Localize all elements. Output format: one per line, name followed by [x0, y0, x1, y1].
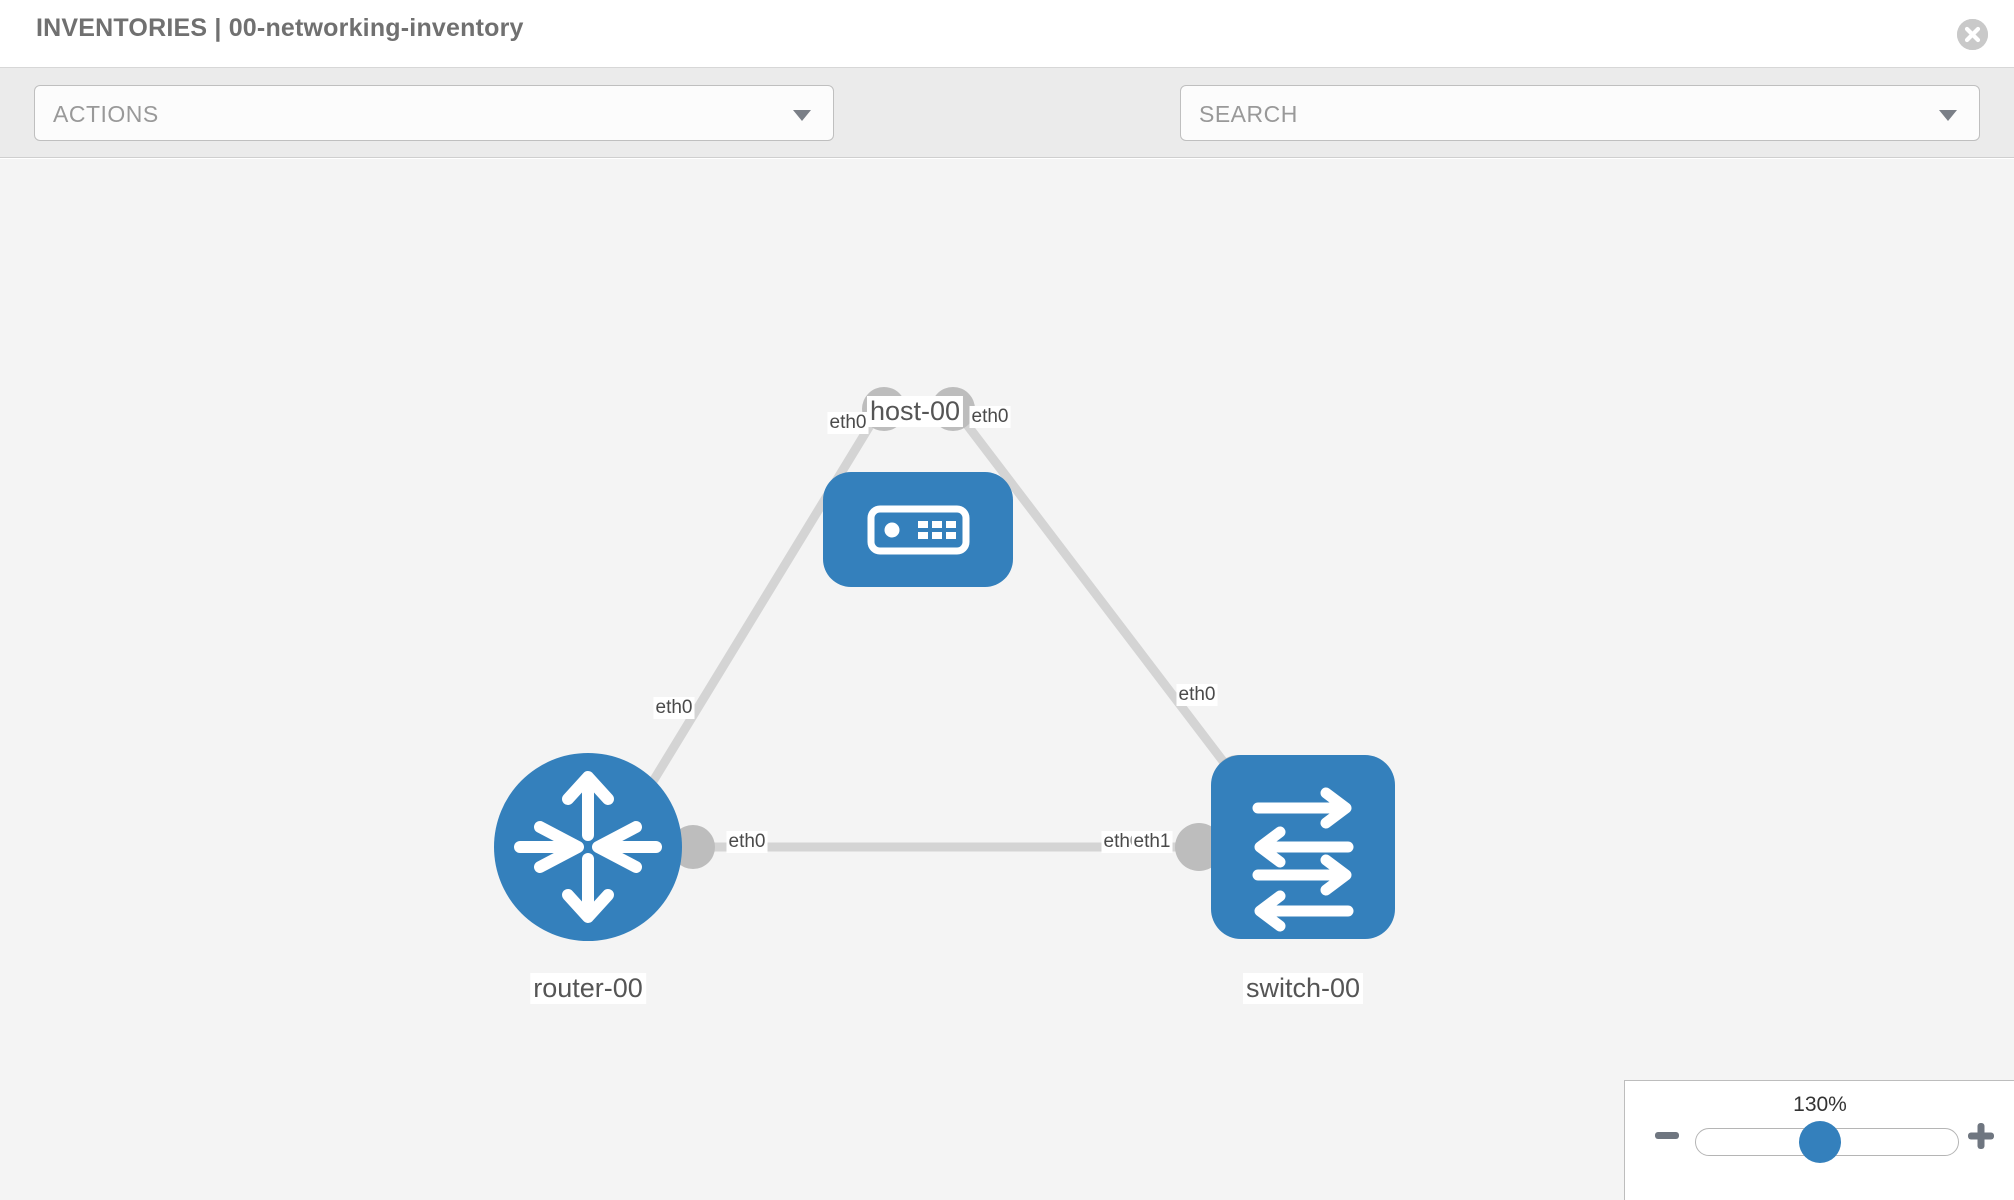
- plus-icon[interactable]: [1966, 1121, 1996, 1156]
- minus-icon[interactable]: [1653, 1121, 1681, 1154]
- topology-graph: [494, 387, 1395, 941]
- link-host-switch[interactable]: [951, 406, 1252, 797]
- node-label-switch-00: switch-00: [1242, 973, 1364, 1004]
- chevron-down-icon[interactable]: [1939, 110, 1957, 121]
- iface-label-host-right: eth0: [969, 406, 1011, 428]
- node-host-00[interactable]: [823, 472, 1013, 587]
- toolbar: ACTIONS SEARCH: [0, 68, 2014, 195]
- node-switch-00[interactable]: [1211, 755, 1395, 939]
- server-icon: [867, 505, 970, 555]
- iface-label-switch-uplink: eth0: [1176, 684, 1218, 706]
- chevron-down-icon: [793, 110, 811, 121]
- search-input[interactable]: SEARCH: [1180, 85, 1980, 141]
- iface-label-switch-eth1: eth1: [1131, 831, 1173, 853]
- switch-arrows-icon: [1252, 787, 1354, 932]
- iface-label-router-uplink: eth0: [653, 697, 695, 719]
- close-icon[interactable]: [1957, 19, 1988, 50]
- page-title: INVENTORIES | 00-networking-inventory: [36, 14, 524, 42]
- iface-label-host-left: eth0: [827, 412, 869, 434]
- node-router-00-shape[interactable]: [494, 753, 682, 941]
- link-router-host[interactable]: [626, 406, 884, 822]
- node-label-host-00: host-00: [866, 396, 964, 427]
- zoom-control-panel: 130%: [1624, 1080, 2014, 1200]
- actions-dropdown-label: ACTIONS: [53, 101, 159, 127]
- zoom-slider-thumb[interactable]: [1799, 1121, 1841, 1163]
- actions-dropdown[interactable]: ACTIONS: [34, 85, 834, 141]
- page-header: INVENTORIES | 00-networking-inventory: [0, 0, 2014, 68]
- node-label-router-00: router-00: [530, 973, 646, 1004]
- endpoint-router-right[interactable]: [671, 825, 715, 869]
- iface-label-router-eth0: eth0: [726, 831, 768, 853]
- node-host-00-shape[interactable]: [823, 472, 1013, 587]
- router-arrows-icon: [514, 771, 662, 923]
- search-placeholder: SEARCH: [1199, 101, 1298, 127]
- zoom-level-value: 130%: [1793, 1093, 1847, 1116]
- topology-endpoints: [671, 387, 1262, 871]
- node-router-00[interactable]: [494, 753, 682, 941]
- topology-canvas[interactable]: host-00 router-00 switch-00 eth0 eth0 et…: [0, 159, 2014, 1200]
